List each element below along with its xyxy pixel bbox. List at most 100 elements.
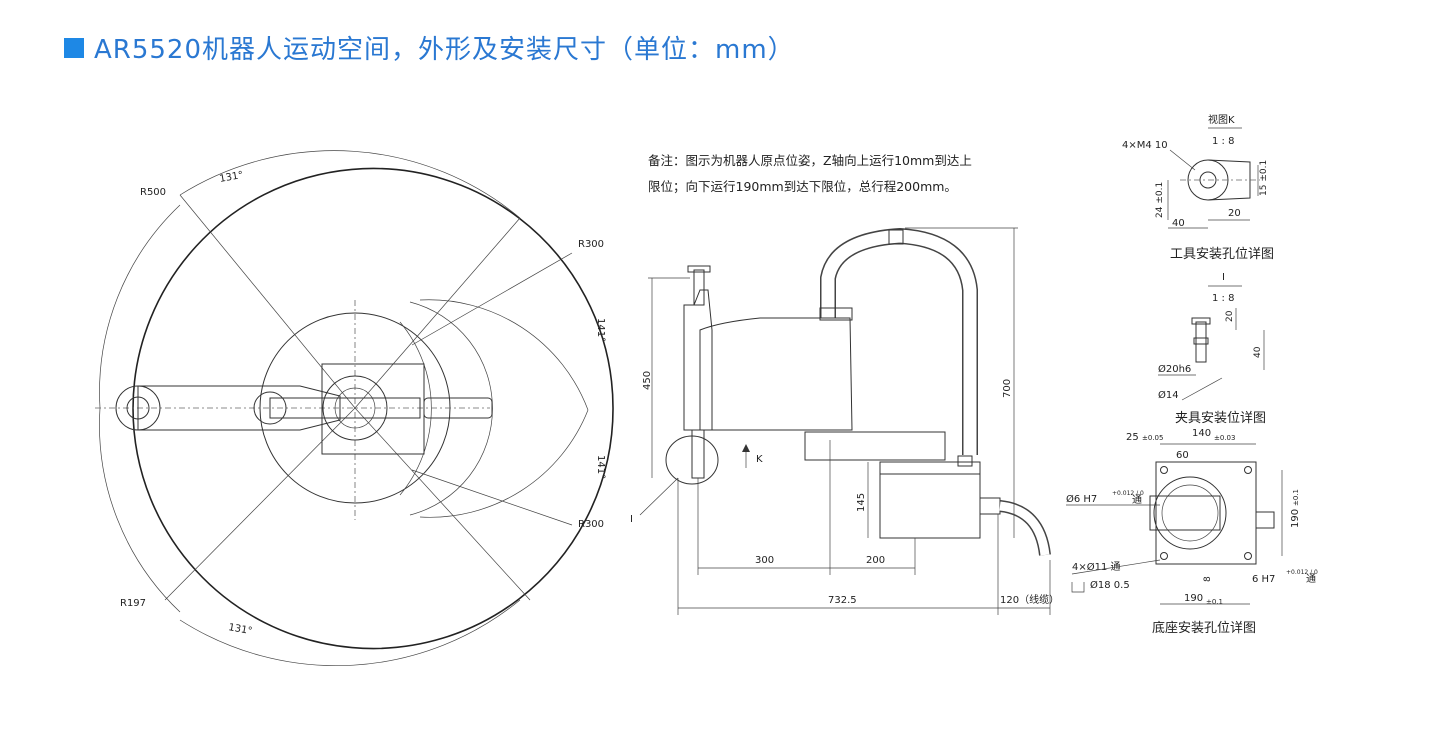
view-k-caption: 工具安装孔位详图 (1170, 247, 1274, 262)
base-tol-140: ±0.03 (1214, 434, 1235, 442)
tool-body (1207, 159, 1251, 201)
view-k-hole-leader (1169, 149, 1196, 171)
page-header: AR5520机器人运动空间，外形及安装尺寸（单位：mm） (64, 30, 795, 65)
base-hole-right-suffix: 通 (1306, 573, 1316, 585)
radial-line-r300-top (411, 252, 573, 346)
view-i-dim-20: 20 (1225, 310, 1235, 322)
base-rear-connector (1255, 511, 1275, 529)
fixture-cap (1191, 317, 1211, 325)
label-angle-top: 131° (219, 170, 245, 185)
second-arm-side (699, 317, 853, 431)
dim-145: 145 (856, 493, 867, 512)
base-hole-left-suffix: 通 (1132, 494, 1142, 506)
base-hole-bl (1160, 552, 1168, 560)
base-joint-circle-inner (1161, 484, 1219, 542)
base-side (879, 461, 981, 539)
dim-7325: 732.5 (828, 595, 857, 606)
robot-arm-top (115, 363, 493, 455)
view-i-hole: Ø14 (1158, 389, 1179, 401)
radial-line-bottom-left (164, 407, 356, 601)
base-hole-right: 6 H7 (1252, 574, 1275, 585)
base-joint-inner (334, 387, 376, 429)
view-k-dim-15: 15 ±0.1 (1259, 160, 1269, 196)
r500-arc-lower (99, 407, 181, 613)
base-holes-4-leader (1071, 559, 1161, 575)
base-hole-tr (1244, 466, 1252, 474)
workspace-area (132, 167, 614, 650)
view-k-dim-24: 24 ±0.1 (1155, 182, 1165, 218)
view-k-dim-20: 20 (1228, 208, 1241, 219)
base-top-band (879, 461, 981, 475)
label-k: K (756, 454, 763, 465)
base-arm-stub (1149, 495, 1221, 531)
radial-line-top-left (179, 194, 356, 409)
robot-side-view: 450 700 145 K I 300 200 732.5 120（线缆） (630, 227, 1059, 615)
label-angle-right-bottom: 141° (595, 455, 606, 479)
workspace-inner-arc-top (409, 301, 493, 516)
base-plate-outline (1155, 461, 1257, 565)
reach-arc-right-bottom (419, 409, 589, 518)
view-i-fixture: I 1 : 8 20 40 Ø20h6 Ø14 夹具安装位详图 (1158, 272, 1266, 426)
workspace-top-view: R500 131° R300 141° 141° R300 R197 131° (95, 150, 614, 667)
base-hole-right-tol: +0.012 / 0 (1286, 569, 1318, 576)
view-k-hole: 4×M4 10 (1122, 140, 1168, 151)
base-hole-left: Ø6 H7 (1066, 493, 1097, 505)
detail-i-circle (665, 435, 719, 485)
base-counterbore: Ø18 0.5 (1090, 579, 1130, 591)
view-i-title: I (1222, 272, 1225, 283)
note-line-2: 限位；向下运行190mm到达下限位，总行程200mm。 (648, 179, 957, 194)
base-dim-190-v: 190 (1290, 509, 1301, 528)
base-tol-25: ±0.05 (1142, 434, 1163, 442)
cable-loop (820, 228, 978, 455)
label-i: I (630, 514, 633, 525)
counterbore-symbol (1071, 582, 1085, 593)
reach-arc-right-top (419, 299, 589, 411)
workspace-outer-arc-right (399, 321, 432, 496)
cable-loop-inner (821, 229, 977, 455)
angle-arc-bottom (179, 599, 521, 667)
radial-line-top-right (354, 217, 521, 409)
first-arm-side (804, 431, 946, 461)
label-angle-bottom: 131° (227, 622, 253, 637)
base-caption: 底座安装孔位详图 (1152, 620, 1256, 636)
base-dim-190-h: 190 (1184, 593, 1203, 604)
view-k-title: 视图K (1208, 113, 1235, 126)
title-marker (64, 38, 84, 58)
angle-arc-top (179, 150, 521, 219)
dim-700: 700 (1002, 379, 1013, 398)
tool-shaft (691, 429, 705, 479)
radial-line-bottom-right (354, 407, 531, 601)
dim-450: 450 (642, 371, 653, 390)
label-r500: R500 (140, 187, 166, 198)
fixture-collar (1193, 337, 1209, 345)
rear-connector (979, 497, 1001, 515)
end-effector-inner (126, 396, 150, 420)
note-line-1: 备注：图示为机器人原点位姿，Z轴向上运行10mm到达上 (648, 153, 972, 168)
dim-120: 120（线缆） (1000, 593, 1059, 606)
z-shaft (693, 269, 705, 306)
k-arrow-head (742, 444, 750, 452)
end-effector (115, 385, 161, 431)
label-r300-bottom: R300 (578, 519, 604, 530)
label-r300-top: R300 (578, 239, 604, 250)
base-dim-8: 8 (1203, 576, 1213, 582)
view-i-caption: 夹具安装位详图 (1175, 411, 1266, 426)
cable-clamp (888, 229, 904, 245)
view-k-scale: 1 : 8 (1212, 136, 1234, 147)
view-i-dim-40: 40 (1253, 346, 1263, 358)
base-joint (322, 375, 388, 441)
page-title: AR5520机器人运动空间，外形及安装尺寸（单位：mm） (94, 34, 795, 65)
dim-300: 300 (755, 555, 774, 566)
fixture-shaft (1195, 321, 1207, 363)
leader-i (639, 477, 679, 516)
base-mounting-view: 25 ±0.05 140 ±0.03 60 Ø6 H7 +0.012 / 0 通… (1066, 428, 1318, 636)
z-shaft-cap (687, 265, 711, 273)
base-hole-br (1244, 552, 1252, 560)
joint-housing (819, 307, 853, 321)
view-i-shaft: Ø20h6 (1158, 363, 1191, 375)
base-plate (321, 363, 425, 455)
base-tol-190-h: ±0.1 (1206, 598, 1223, 606)
r500-arc (99, 204, 181, 409)
z-axis-column (683, 289, 713, 431)
